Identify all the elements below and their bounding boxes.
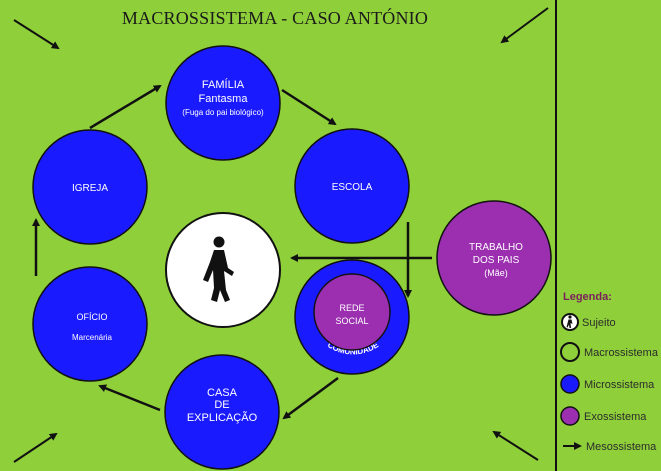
escola-label: ESCOLA xyxy=(332,182,373,193)
arrow-comunidade-to-casa xyxy=(282,376,339,420)
legend-item-sujeito: Sujeito xyxy=(561,313,616,331)
legend-label-sujeito: Sujeito xyxy=(582,317,616,329)
legend-title: Legenda: xyxy=(563,291,612,303)
legend: Legenda: Sujeito Macrossistema Microssis… xyxy=(560,291,659,453)
node-trabalho-pais: TRABALHO DOS PAIS (Mãe) xyxy=(436,200,552,316)
trabalho-label: TRABALHO xyxy=(469,242,523,253)
arrow-igreja-to-familia xyxy=(89,84,162,130)
legend-label-mesossistema: Mesossistema xyxy=(586,441,657,453)
node-escola: ESCOLA xyxy=(294,128,410,244)
legend-item-macrossistema: Macrossistema xyxy=(560,342,659,362)
corner-arrow-bottom-right xyxy=(492,430,539,461)
arrow-casa-to-oficio xyxy=(98,384,161,412)
legend-label-exossistema: Exossistema xyxy=(584,411,647,423)
corner-arrow-top-right xyxy=(500,7,549,44)
arrow-familia-to-escola xyxy=(281,88,337,126)
corner-arrow-top-left xyxy=(13,19,60,50)
familia-sublabel: Fantasma xyxy=(199,93,249,105)
node-casa-explicacao: CASA DE EXPLICAÇÃO xyxy=(164,354,280,470)
casa-sublabel-de: DE xyxy=(214,399,229,411)
node-sujeito xyxy=(165,212,281,328)
trabalho-sublabel: DOS PAIS xyxy=(473,255,520,266)
diagram-title: MACROSSISTEMA - CASO ANTÓNIO xyxy=(122,7,428,28)
rede-label: REDE xyxy=(339,303,364,313)
legend-label-microssistema: Microssistema xyxy=(584,379,655,391)
node-familia: FAMÍLIA Fantasma (Fuga do pai biológico) xyxy=(165,45,281,161)
legend-item-microssistema: Microssistema xyxy=(560,374,655,394)
legend-item-mesossistema: Mesossistema xyxy=(563,441,657,453)
oficio-label: OFÍCIO xyxy=(77,312,108,322)
node-igreja: IGREJA xyxy=(32,129,148,245)
node-oficio: OFÍCIO Marcenária xyxy=(32,266,148,382)
node-rede-social: REDE SOCIAL xyxy=(313,273,391,351)
casa-sublabel-explicacao: EXPLICAÇÃO xyxy=(187,411,258,424)
person-walking-icon xyxy=(566,315,573,328)
igreja-label: IGREJA xyxy=(72,183,108,194)
oficio-sublabel: Marcenária xyxy=(72,333,113,342)
familia-label: FAMÍLIA xyxy=(202,78,245,91)
casa-label: CASA xyxy=(207,387,238,399)
familia-note: (Fuga do pai biológico) xyxy=(182,108,264,117)
legend-label-macrossistema: Macrossistema xyxy=(584,347,659,359)
legend-item-exossistema: Exossistema xyxy=(560,406,647,426)
trabalho-note: (Mãe) xyxy=(484,268,508,278)
person-walking-icon xyxy=(203,236,234,302)
rede-sublabel: SOCIAL xyxy=(335,316,368,326)
corner-arrow-bottom-left xyxy=(13,432,58,463)
